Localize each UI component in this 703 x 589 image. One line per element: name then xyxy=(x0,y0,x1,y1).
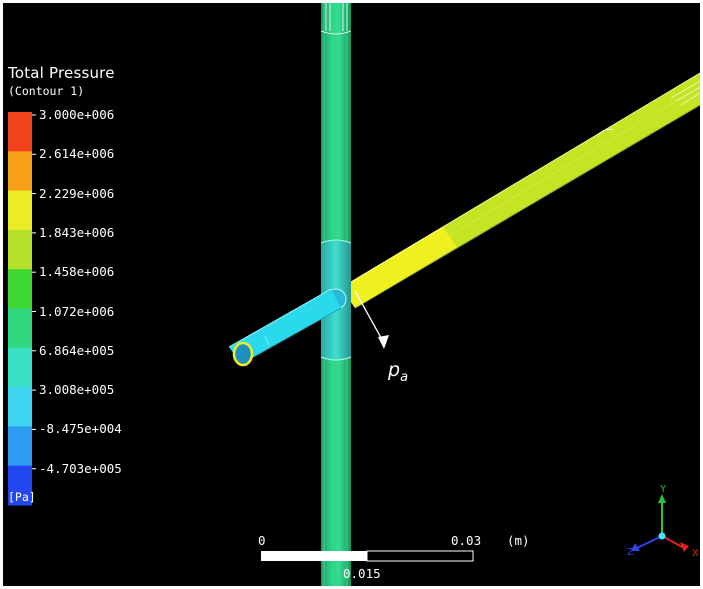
colorbar-swatch xyxy=(8,308,32,349)
legend-unit: [Pa] xyxy=(8,490,36,504)
colorbar-swatch xyxy=(8,465,32,506)
colorbar-swatch xyxy=(8,347,32,388)
colorbar-swatch xyxy=(8,269,32,309)
colorbar-label: 3.000e+006 xyxy=(39,107,115,122)
colorbar-swatch xyxy=(8,112,32,152)
colorbar-swatch xyxy=(8,151,32,192)
colorbar-label: -4.703e+005 xyxy=(39,460,122,476)
colorbar-label: 1.072e+006 xyxy=(39,303,115,319)
triad-x-label: X xyxy=(692,548,699,559)
pressure-point-arrow xyxy=(354,290,389,349)
pipe-model-render: Y X Z xyxy=(8,3,700,586)
colorbar-label: 2.229e+006 xyxy=(39,185,115,201)
graphics-viewport[interactable]: Y X Z Total Pressure (Contour 1) 3.000e+… xyxy=(3,3,700,586)
pressure-point-label: pa xyxy=(388,359,408,385)
pressure-point-base: p xyxy=(388,359,401,381)
colorbar-swatch xyxy=(8,387,32,427)
scale-mid-label: 0.015 xyxy=(343,566,381,581)
axis-triad xyxy=(631,494,689,552)
triad-y-label: Y xyxy=(659,484,667,495)
legend-title: Total Pressure xyxy=(8,64,115,82)
legend-colorbar xyxy=(8,112,36,506)
colorbar-label: 3.008e+005 xyxy=(39,382,115,398)
colorbar-swatch xyxy=(8,190,32,231)
scale-unit-label: (m) xyxy=(507,533,530,548)
colorbar-label: 2.614e+006 xyxy=(39,146,115,162)
branch-pipe-lower xyxy=(228,288,342,367)
branch-pipe-upper xyxy=(340,72,700,309)
colorbar-label: 1.843e+006 xyxy=(39,224,115,240)
colorbar-swatch xyxy=(8,229,32,270)
scale-bar xyxy=(261,550,474,562)
pressure-point-subscript: a xyxy=(400,369,409,385)
triad-z-label: Z xyxy=(627,547,634,558)
colorbar-swatch xyxy=(8,426,32,467)
colorbar-label: 6.864e+005 xyxy=(39,342,115,358)
scale-end-label: 0.03 xyxy=(451,533,482,548)
colorbar-label: -8.475e+004 xyxy=(39,421,122,437)
legend-subtitle: (Contour 1) xyxy=(8,84,85,98)
scale-start-label: 0 xyxy=(258,533,266,548)
colorbar-label: 1.458e+006 xyxy=(39,264,115,280)
